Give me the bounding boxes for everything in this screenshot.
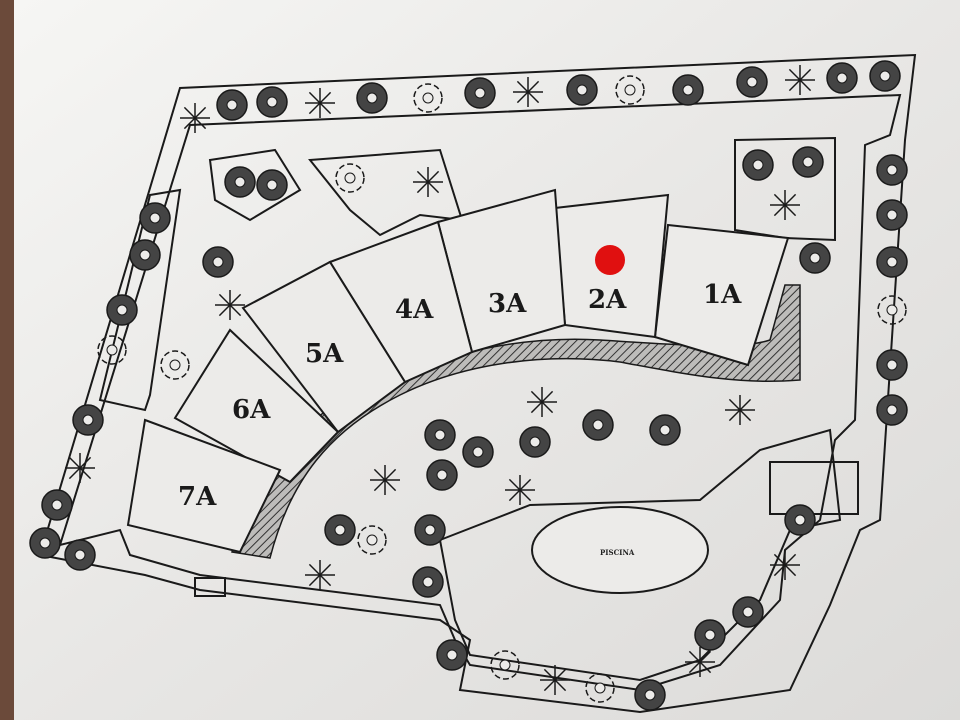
tree-icon — [876, 246, 908, 278]
tree-icon — [582, 409, 614, 441]
pool-label: PISCINA — [600, 548, 635, 557]
shrub-icon — [490, 650, 520, 680]
tree-icon — [412, 566, 444, 598]
tree-icon — [869, 60, 901, 92]
shrub-icon — [585, 673, 615, 703]
shrub-icon — [335, 163, 365, 193]
building-7A[interactable] — [126, 418, 282, 554]
tree-icon — [216, 89, 248, 121]
tree-icon — [356, 82, 388, 114]
tree-icon — [324, 514, 356, 546]
buildings — [126, 188, 790, 554]
tree-icon — [742, 149, 774, 181]
tree-icon — [876, 199, 908, 231]
tree-icon — [41, 489, 73, 521]
tree-icon — [414, 514, 446, 546]
tree-icon — [876, 394, 908, 426]
frame-edge — [0, 0, 14, 720]
tree-icon — [732, 596, 764, 628]
tree-icon — [462, 436, 494, 468]
tree-icon — [224, 166, 256, 198]
unit-label-3A: 3A — [488, 289, 527, 319]
unit-label-5A: 5A — [305, 339, 344, 369]
tree-icon — [694, 619, 726, 651]
tree-icon — [256, 86, 288, 118]
you-are-here-marker — [595, 245, 625, 275]
palm-tree-icon — [770, 190, 800, 220]
tree-icon — [566, 74, 598, 106]
shrub-icon — [877, 295, 907, 325]
tree-icon — [519, 426, 551, 458]
palm-tree-icon — [527, 387, 557, 417]
shrub-icon — [160, 350, 190, 380]
tree-icon — [792, 146, 824, 178]
unit-label-7A: 7A — [178, 482, 217, 512]
palm-tree-icon — [65, 453, 95, 483]
shrub-icon — [413, 83, 443, 113]
palm-tree-icon — [540, 665, 570, 695]
tree-icon — [436, 639, 468, 671]
unit-label-4A: 4A — [395, 295, 434, 325]
tree-icon — [736, 66, 768, 98]
palm-tree-icon — [180, 103, 210, 133]
palm-tree-icon — [505, 475, 535, 505]
unit-label-2A: 2A — [588, 285, 627, 315]
palm-tree-icon — [215, 290, 245, 320]
tree-icon — [202, 246, 234, 278]
tree-icon — [784, 504, 816, 536]
palm-tree-icon — [413, 167, 443, 197]
tree-icon — [672, 74, 704, 106]
palm-tree-icon — [305, 88, 335, 118]
palm-tree-icon — [513, 77, 543, 107]
palm-tree-icon — [370, 465, 400, 495]
tree-icon — [424, 419, 456, 451]
palm-tree-icon — [785, 65, 815, 95]
tree-icon — [29, 527, 61, 559]
tree-icon — [876, 154, 908, 186]
tree-icon — [72, 404, 104, 436]
tree-icon — [64, 539, 96, 571]
tree-icon — [426, 459, 458, 491]
tree-icon — [634, 679, 666, 711]
building-5A[interactable] — [241, 260, 407, 434]
unit-label-1A: 1A — [703, 280, 742, 310]
shrub-icon — [97, 335, 127, 365]
tree-icon — [129, 239, 161, 271]
tree-icon — [106, 294, 138, 326]
palm-tree-icon — [770, 550, 800, 580]
tree-icon — [256, 169, 288, 201]
unit-label-6A: 6A — [232, 395, 271, 425]
palm-tree-icon — [305, 560, 335, 590]
shrub-icon — [357, 525, 387, 555]
palm-tree-icon — [685, 647, 715, 677]
tree-icon — [649, 414, 681, 446]
tree-icon — [799, 242, 831, 274]
tree-icon — [464, 77, 496, 109]
tree-icon — [826, 62, 858, 94]
tree-icon — [139, 202, 171, 234]
shrub-icon — [615, 75, 645, 105]
pool[interactable] — [531, 506, 709, 594]
palm-tree-icon — [725, 395, 755, 425]
tree-icon — [876, 349, 908, 381]
trees — [29, 60, 908, 711]
